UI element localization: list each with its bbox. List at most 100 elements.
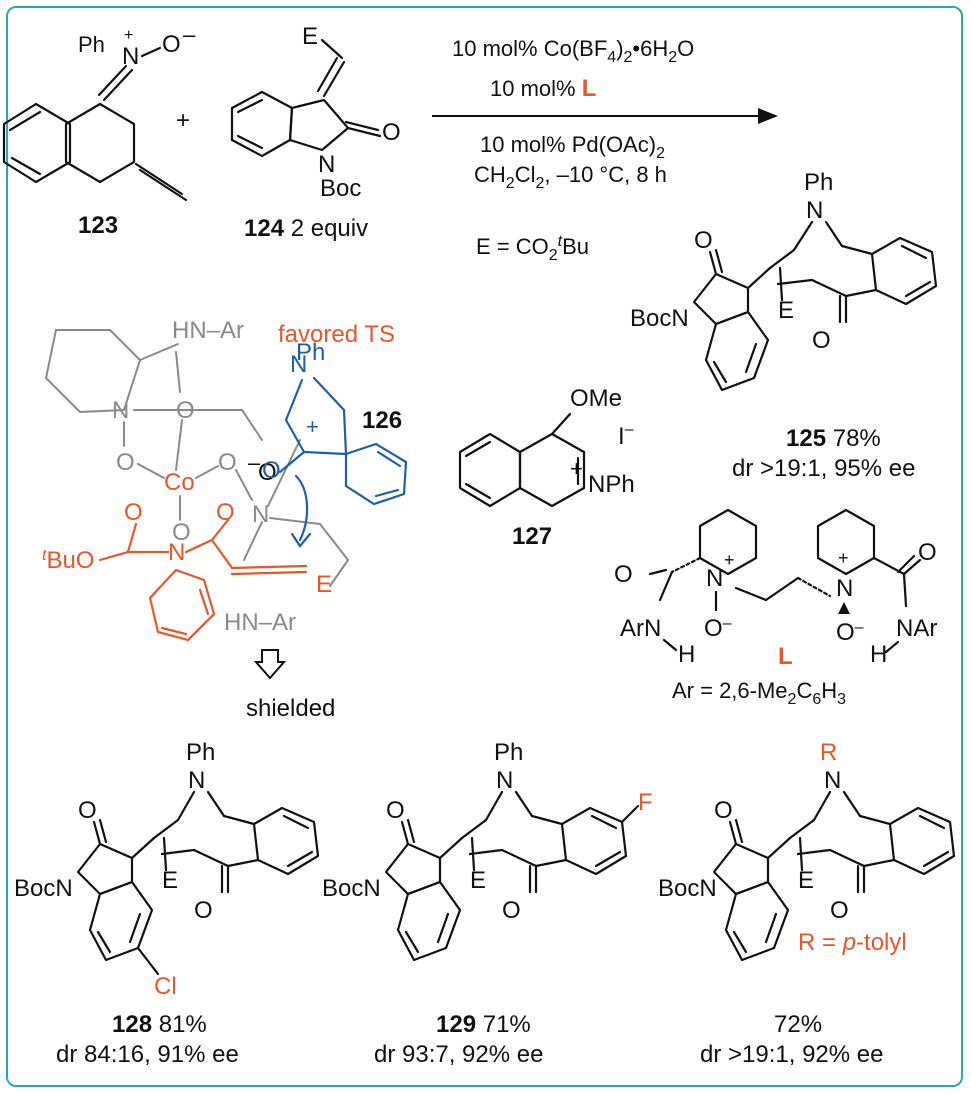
ts-title: favored TS	[278, 321, 395, 348]
compound-129-label: 129 71%	[436, 1011, 531, 1038]
lactam-o: O	[694, 227, 713, 254]
compound-128-label: 128 81%	[112, 1011, 207, 1038]
boc-n: BocN	[14, 875, 73, 902]
methoxy: OMe	[570, 385, 622, 412]
chloro-label: Cl	[154, 973, 177, 1000]
ts-o-2: O	[116, 449, 135, 476]
ligand-n-2: N	[836, 575, 853, 602]
nitrone-o: O	[162, 31, 181, 58]
ts-o-3: O	[218, 449, 237, 476]
aziridine-n: N	[824, 767, 841, 794]
aziridine-n: N	[806, 197, 823, 224]
lactam-o: O	[78, 797, 97, 824]
compound-129-stereo: dr 93:7, 92% ee	[374, 1041, 543, 1068]
phenyl-label: Ph	[78, 32, 105, 57]
compound-p-tolyl-yield: 72%	[774, 1011, 822, 1038]
lactam-o: O	[714, 797, 733, 824]
figure-frame	[6, 6, 963, 1087]
compound-127: OMe I– + NPh 127	[458, 385, 635, 550]
ester-e: E	[302, 23, 318, 50]
shielded-label: shielded	[246, 695, 335, 722]
n-phenyl: Ph	[186, 739, 215, 766]
ligand-nar: NAr	[896, 615, 937, 642]
reaction-plus: +	[176, 107, 190, 134]
r-group: R	[820, 739, 837, 766]
ligand-l: N + O ArN H O– N + O NAr O– H L Ar = 2,6…	[614, 508, 937, 708]
ligand-plus-2: +	[838, 548, 849, 568]
ts-o-minus: –	[248, 450, 261, 475]
ester-e: E	[778, 297, 794, 324]
ts-plus: +	[306, 414, 319, 439]
ts-phenyl: Ph	[296, 339, 325, 366]
ts-tbuo: tBuO	[42, 547, 94, 574]
aziridine-n: N	[496, 767, 513, 794]
ts-n-1: N	[112, 397, 129, 424]
r-definition: R = p-tolyl	[798, 929, 907, 956]
nitrone-n: N	[122, 43, 139, 70]
ketone-o: O	[812, 327, 831, 354]
nitrone-plus: +	[124, 27, 133, 44]
ligand-o-minus-1: O–	[704, 615, 732, 642]
ligand-o-2: O	[918, 539, 937, 566]
ester-e: E	[798, 867, 814, 894]
ts-n-blue: N	[290, 351, 307, 378]
ts-o-6: O	[124, 499, 143, 526]
n-phenyl-127: NPh	[588, 471, 635, 498]
ketone-o: O	[502, 897, 521, 924]
boc-n: BocN	[322, 875, 381, 902]
n-phenyl: Ph	[494, 739, 523, 766]
condition-line-3: 10 mol% Pd(OAc)2	[480, 132, 665, 162]
ester-e: E	[470, 867, 486, 894]
nitrone-minus: –	[183, 22, 196, 47]
compound-123: Ph + N O – 123	[2, 22, 196, 239]
n-phenyl: Ph	[804, 169, 833, 196]
ligand-o-1: O	[614, 561, 633, 588]
ts-o-7: O	[216, 499, 235, 526]
compound-126-label: 126	[362, 407, 402, 434]
compound-127-label: 127	[512, 523, 552, 550]
ketone-o: O	[830, 897, 849, 924]
ts-o-blue: O	[262, 457, 281, 484]
compound-125-stereo: dr >19:1, 95% ee	[732, 455, 915, 482]
ester-e: E	[162, 867, 178, 894]
pyridinium-plus: +	[570, 456, 583, 481]
compound-124-label: 124 2 equiv	[244, 215, 368, 242]
compound-p-tolyl: R N E O	[766, 739, 956, 924]
ts-e: E	[316, 571, 332, 598]
condition-line-2: 10 mol% L	[490, 75, 596, 102]
ts-hn-ar-bottom: HN–Ar	[224, 609, 296, 636]
ts-n-2: N	[252, 501, 269, 528]
ligand-h-2: H	[870, 641, 887, 668]
ester-definition: E = CO2tBu	[476, 233, 589, 264]
ts-n-3: N	[168, 539, 185, 566]
compound-125: Ph N E O O BocN 125 78% dr >19:1, 95% ee	[630, 169, 938, 482]
aziridine-n: N	[188, 767, 205, 794]
compound-128-stereo: dr 84:16, 91% ee	[56, 1041, 239, 1068]
compound-124: E O N Boc 124 2 equiv	[230, 23, 401, 242]
condition-line-4: CH2Cl2, –10 °C, 8 h	[474, 162, 667, 192]
ts-o-4: O	[258, 459, 277, 486]
ts-hn-ar-top: HN–Ar	[172, 317, 244, 344]
condition-line-1: 10 mol% Co(BF4)2•6H2O	[452, 36, 694, 66]
carbonyl-o: O	[382, 119, 401, 146]
compound-p-tolyl-indolinone: O BocN	[658, 797, 790, 962]
ts-o-5: O	[172, 519, 191, 546]
ligand-label: L	[778, 643, 793, 670]
compound-123-label: 123	[78, 212, 118, 239]
compound-128: Ph N E O O BocN Cl	[14, 739, 320, 1000]
compound-p-tolyl-stereo: dr >19:1, 92% ee	[700, 1041, 883, 1068]
lactam-o: O	[386, 797, 405, 824]
indole-n: N	[318, 151, 335, 178]
ts-cobalt: Co	[164, 469, 195, 496]
ligand-o-minus-2: O–	[836, 619, 864, 646]
compound-125-label: 125 78%	[786, 425, 881, 452]
compound-129: Ph N F E O O BocN	[322, 739, 653, 962]
ligand-n-1: N	[706, 565, 723, 592]
ligand-arn: ArN	[620, 615, 661, 642]
ligand-plus-1: +	[724, 550, 735, 570]
ligand-h-1: H	[678, 641, 695, 668]
ligand-ar-definition: Ar = 2,6-Me2C6H3	[672, 678, 846, 708]
transition-state: HN–Ar favored TS O N O Co O N O O O O O …	[42, 317, 408, 722]
fluoro-label: F	[638, 789, 653, 816]
